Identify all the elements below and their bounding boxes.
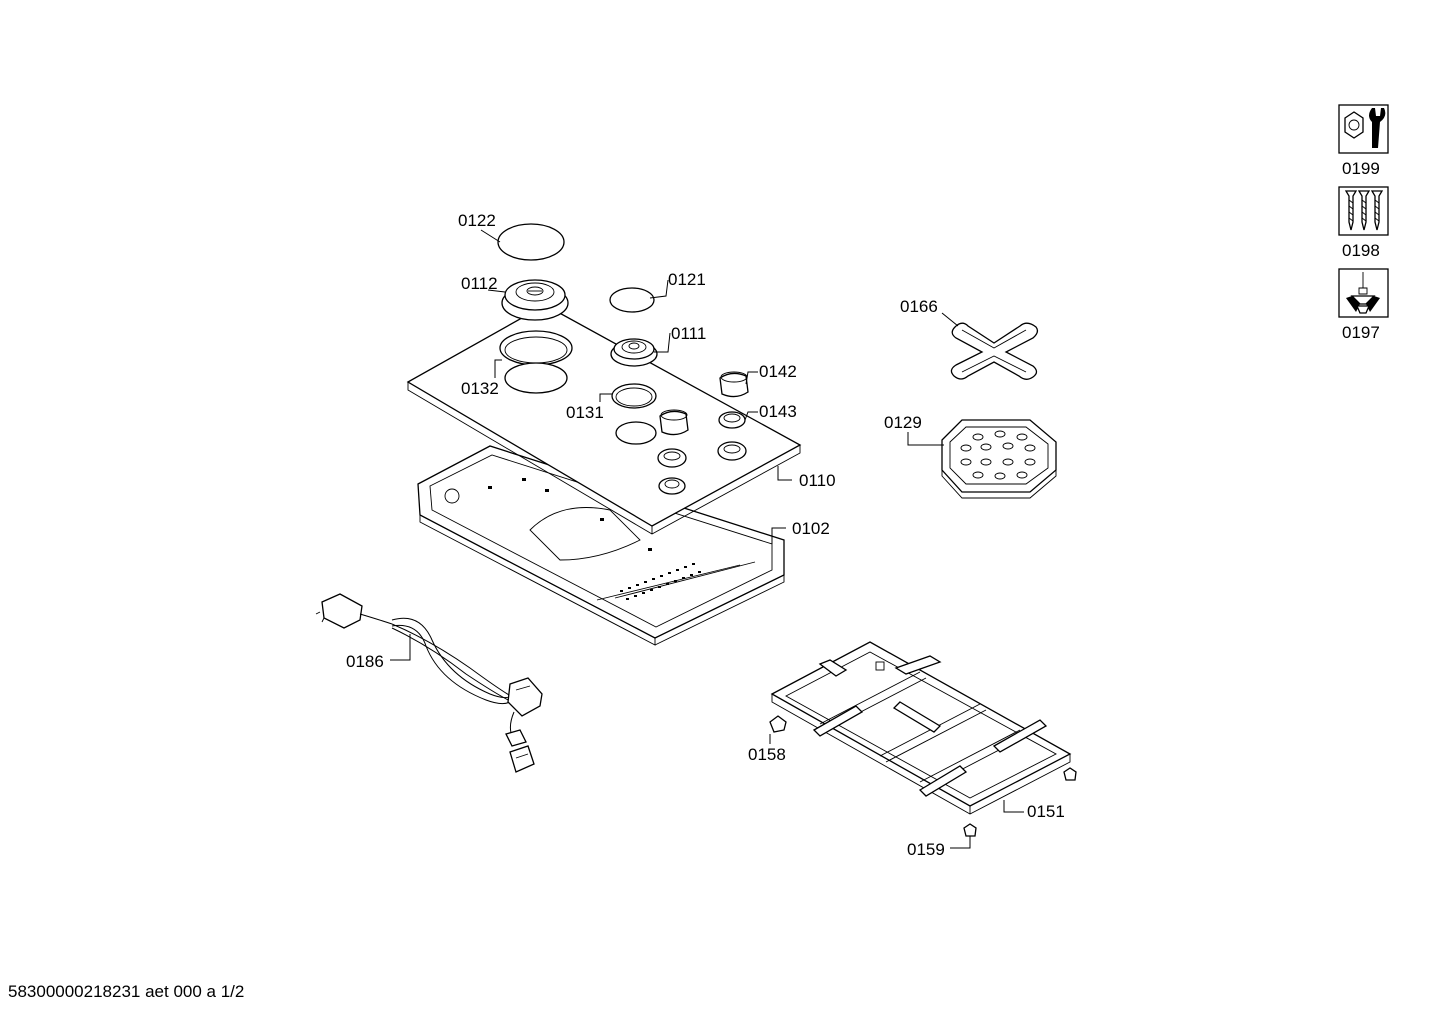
part-0142-control-knob — [659, 371, 749, 436]
part-0102-base-tray — [417, 445, 785, 646]
wrench-nut-icon — [1338, 104, 1389, 154]
part-0143-knob-bush — [657, 411, 747, 495]
label-0158: 0158 — [748, 745, 786, 764]
label-0122: 0122 — [458, 211, 496, 230]
accessory-0198: 0198 — [1338, 186, 1389, 260]
part-0112-large-burner — [501, 279, 569, 321]
label-0102: 0102 — [792, 519, 830, 538]
label-0186: 0186 — [346, 652, 384, 671]
part-0132-burner-seal — [499, 330, 573, 394]
part-0111-small-burner — [610, 338, 658, 367]
document-footer-id: 58300000218231 aet 000 a 1/2 — [8, 982, 244, 1001]
label-0129: 0129 — [884, 413, 922, 432]
label-0110: 0110 — [799, 471, 836, 490]
simmer-plate-holes — [960, 430, 1036, 480]
accessory-0197: 0197 — [1338, 268, 1389, 342]
label-0198: 0198 — [1342, 241, 1380, 260]
part-0129-simmer-plate — [941, 419, 1057, 499]
leader-lines — [390, 229, 1024, 849]
label-0199: 0199 — [1342, 159, 1380, 178]
part-0131-burner-seal — [611, 383, 657, 445]
part-labels: 0122 0112 0121 0111 0132 0142 0131 0143 … — [346, 211, 1065, 859]
label-0151: 0151 — [1027, 802, 1065, 821]
label-0166: 0166 — [900, 297, 938, 316]
label-0197: 0197 — [1342, 323, 1380, 342]
label-0131: 0131 — [566, 403, 604, 422]
label-0132: 0132 — [461, 379, 499, 398]
vent-holes — [620, 563, 701, 600]
part-0122-large-burner-cap — [497, 223, 565, 261]
part-0151-pan-support — [770, 641, 1072, 815]
part-0166-wok-ring — [950, 322, 1039, 380]
part-0159-rubber-foot — [963, 767, 1077, 837]
label-0159: 0159 — [907, 840, 945, 859]
label-0143: 0143 — [759, 402, 797, 421]
part-0110-hob-top — [406, 304, 802, 535]
label-0121: 0121 — [668, 270, 706, 289]
grease-syringe-icon — [1338, 268, 1389, 318]
accessory-0199: 0199 — [1338, 104, 1389, 178]
part-0186-power-cable — [315, 593, 543, 773]
part-0121-small-burner-cap — [609, 287, 655, 313]
label-0112: 0112 — [461, 274, 498, 293]
label-0142: 0142 — [759, 362, 797, 381]
part-0158-rubber-foot — [769, 715, 787, 733]
label-0111: 0111 — [671, 324, 706, 343]
screws-icon — [1338, 186, 1389, 236]
